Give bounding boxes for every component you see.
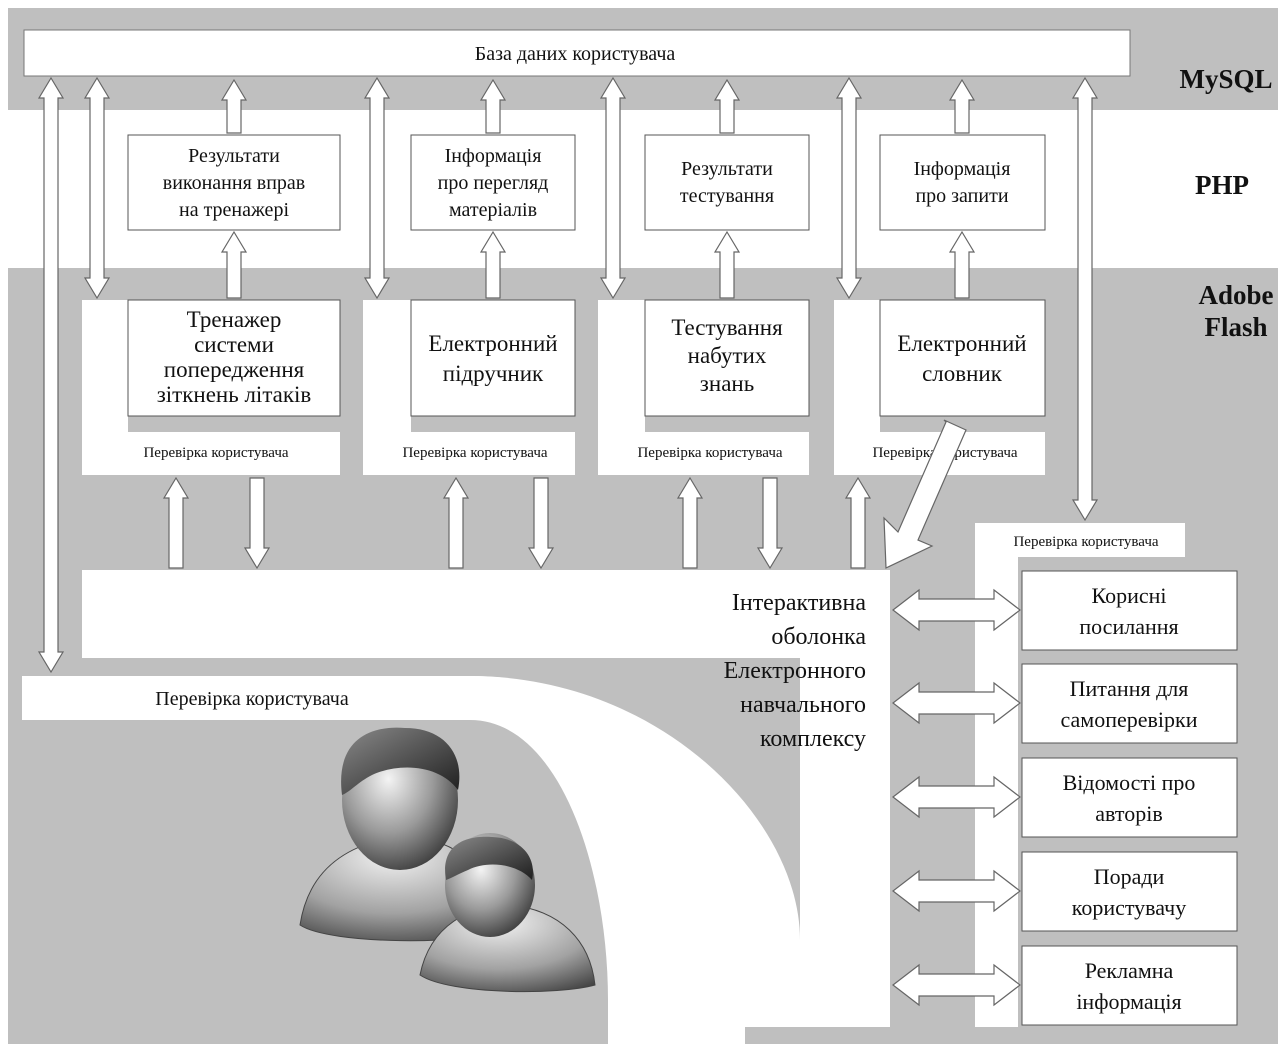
php-box-exercise-results — [127, 134, 341, 231]
arrow-db-module-1 — [83, 76, 111, 300]
module-testing-line3: знань — [700, 371, 754, 396]
side-item-ads — [1021, 945, 1238, 1026]
side-item-self-check — [1021, 663, 1238, 744]
module-simulator-line2: системи — [194, 332, 274, 357]
layer-label-flash-2: Flash — [1204, 312, 1267, 342]
php-box-test-results — [644, 134, 810, 231]
php-box-test-results-line1: Результати — [681, 158, 773, 180]
php-box-query-info-line2: про запити — [915, 185, 1008, 207]
arrow-shell-side-2 — [892, 681, 1021, 725]
module-textbook-line1: Електронний — [428, 331, 557, 356]
side-item-tips-line2: користувачу — [1072, 895, 1186, 920]
module-simulator-line4: зіткнень літаків — [157, 382, 312, 407]
module-dictionary-line2: словник — [922, 361, 1003, 386]
module-frame-textbook — [363, 300, 575, 475]
module-box-textbook — [410, 299, 576, 417]
php-box-view-info-line1: Інформація — [445, 145, 542, 167]
shell-line5: комплексу — [760, 726, 866, 752]
side-item-ads-line1: Рекламна — [1085, 958, 1174, 983]
database-box — [23, 29, 1131, 77]
arrow-shell-side-5 — [892, 963, 1021, 1007]
arrow-module-to-shell-3 — [756, 477, 784, 570]
module-dictionary-line1: Електронний — [897, 331, 1026, 356]
module-box-simulator — [127, 299, 341, 417]
side-item-tips — [1021, 851, 1238, 932]
php-box-exercise-results-line2: виконання вправ — [163, 172, 306, 194]
module-box-dictionary — [879, 299, 1046, 417]
php-box-exercise-results-line1: Результати — [188, 145, 280, 167]
users-icon-hair-back — [341, 727, 460, 795]
arrow-module-to-php-1 — [220, 230, 248, 299]
layer-label-flash-1: Adobe — [1198, 280, 1273, 310]
module-textbook-line2: підручник — [443, 361, 544, 386]
arrow-shell-to-check-4 — [844, 476, 872, 569]
side-item-tips-line1: Поради — [1094, 864, 1165, 889]
module-simulator-line3: попередження — [164, 357, 305, 382]
arrow-php-to-db-2 — [479, 78, 507, 134]
arrow-dictionary-to-shell — [883, 419, 967, 569]
side-item-authors-line1: Відомості про — [1063, 770, 1196, 795]
module-frame-testing — [598, 300, 809, 475]
arrow-php-to-db-4 — [948, 78, 976, 134]
side-item-useful-links-line1: Корисні — [1091, 583, 1166, 608]
arrow-db-side — [1071, 76, 1099, 522]
side-item-ads-line2: інформація — [1076, 989, 1181, 1014]
arrow-shell-to-check-2 — [442, 476, 470, 569]
side-item-self-check-line1: Питання для — [1070, 676, 1189, 701]
shell-line1: Інтерактивна — [732, 590, 866, 616]
module-simulator-line1: Тренажер — [187, 307, 282, 332]
arrow-module-to-shell-2 — [527, 477, 555, 570]
user-check-label-side: Перевірка користувача — [1013, 534, 1158, 550]
side-item-authors-line2: авторів — [1095, 801, 1162, 826]
arrow-shell-side-3 — [892, 775, 1021, 819]
side-item-self-check-line2: самоперевірки — [1061, 707, 1198, 732]
arrow-shell-side-1 — [892, 588, 1021, 632]
arrow-db-shell-left — [37, 76, 65, 674]
arrow-module-to-php-4 — [948, 230, 976, 299]
database-label: База даних користувача — [475, 43, 676, 65]
arrow-db-module-4 — [835, 76, 863, 300]
arrow-module-to-php-3 — [713, 230, 741, 299]
shell-line3: Електронного — [724, 658, 866, 684]
php-box-query-info-line1: Інформація — [914, 158, 1011, 180]
side-item-useful-links-line2: посилання — [1079, 614, 1178, 639]
layer-label-mysql: MySQL — [1179, 64, 1272, 94]
arrow-php-to-db-3 — [713, 78, 741, 134]
php-box-test-results-line2: тестування — [680, 185, 774, 207]
shell-line2: оболонка — [771, 624, 866, 650]
side-item-useful-links — [1021, 570, 1238, 651]
arrow-shell-side-4 — [892, 869, 1021, 913]
arrow-module-to-php-2 — [479, 230, 507, 299]
php-box-view-info-line2: про перегляд — [438, 172, 549, 194]
arrow-shell-to-check-3 — [676, 476, 704, 569]
user-check-label-3: Перевірка користувача — [637, 445, 782, 461]
arrow-shell-to-check-1 — [162, 476, 190, 569]
module-box-testing — [644, 299, 810, 417]
module-testing-line1: Тестування — [671, 315, 783, 340]
layer-label-php: PHP — [1195, 170, 1249, 200]
users-icon — [299, 727, 596, 993]
module-frame-simulator — [82, 300, 340, 475]
php-box-query-info — [879, 134, 1046, 231]
shell-column — [82, 570, 890, 1027]
module-testing-line2: набутих — [688, 343, 767, 368]
php-box-view-info — [410, 134, 576, 231]
arrow-db-module-3 — [599, 76, 627, 300]
user-check-label-main: Перевірка користувача — [155, 688, 349, 710]
user-check-label-2: Перевірка користувача — [402, 445, 547, 461]
arrows-layer — [37, 76, 1099, 1007]
php-box-exercise-results-line3: на тренажері — [179, 199, 289, 221]
users-icon-hair-front — [445, 836, 533, 880]
shell-line4: навчального — [740, 692, 866, 718]
user-check-curve — [22, 676, 745, 1044]
arrow-db-module-2 — [363, 76, 391, 300]
user-check-label-1: Перевірка користувача — [143, 445, 288, 461]
arrow-module-to-shell-1 — [243, 477, 271, 570]
side-item-authors — [1021, 757, 1238, 838]
arrow-php-to-db-1 — [220, 78, 248, 134]
php-box-view-info-line3: матеріалів — [449, 199, 537, 221]
